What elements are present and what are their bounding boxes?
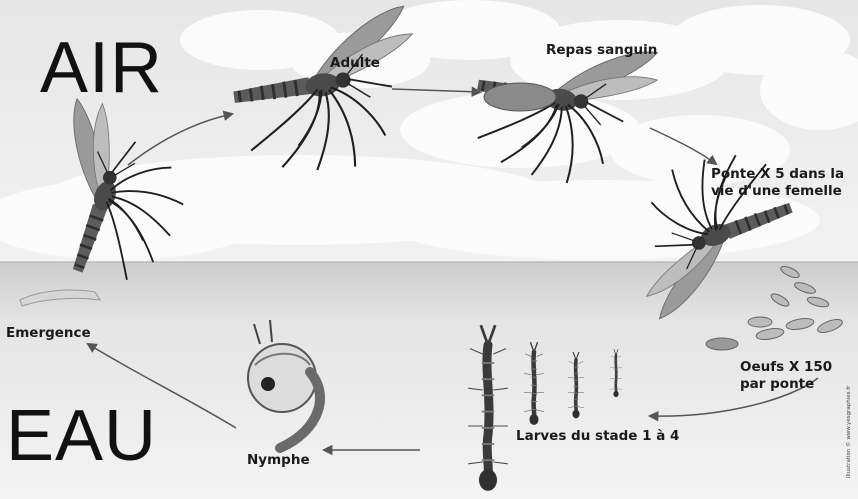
larvae-label: Larves du stade 1 à 4 [516, 428, 679, 445]
air-zone-label: AIR [40, 32, 163, 104]
emergence-label: Emergence [6, 325, 91, 342]
laying-label-line-2: vie d'une femelle [711, 183, 844, 200]
laying-label: Ponte X 5 dans la vie d'une femelle [711, 166, 844, 200]
pupa-label: Nymphe [247, 452, 310, 469]
eggs-label-line-1: Oeufs X 150 [740, 359, 832, 376]
illustration-credit: Illustration © www.yesgraphies.fr [846, 386, 852, 478]
laying-label-line-1: Ponte X 5 dans la [711, 166, 844, 183]
eggs-label: Oeufs X 150 par ponte [740, 359, 832, 393]
blood-meal-label: Repas sanguin [546, 42, 657, 59]
eggs-label-line-2: par ponte [740, 376, 832, 393]
water-zone-label: EAU [6, 400, 157, 472]
adult-label: Adulte [330, 55, 380, 72]
